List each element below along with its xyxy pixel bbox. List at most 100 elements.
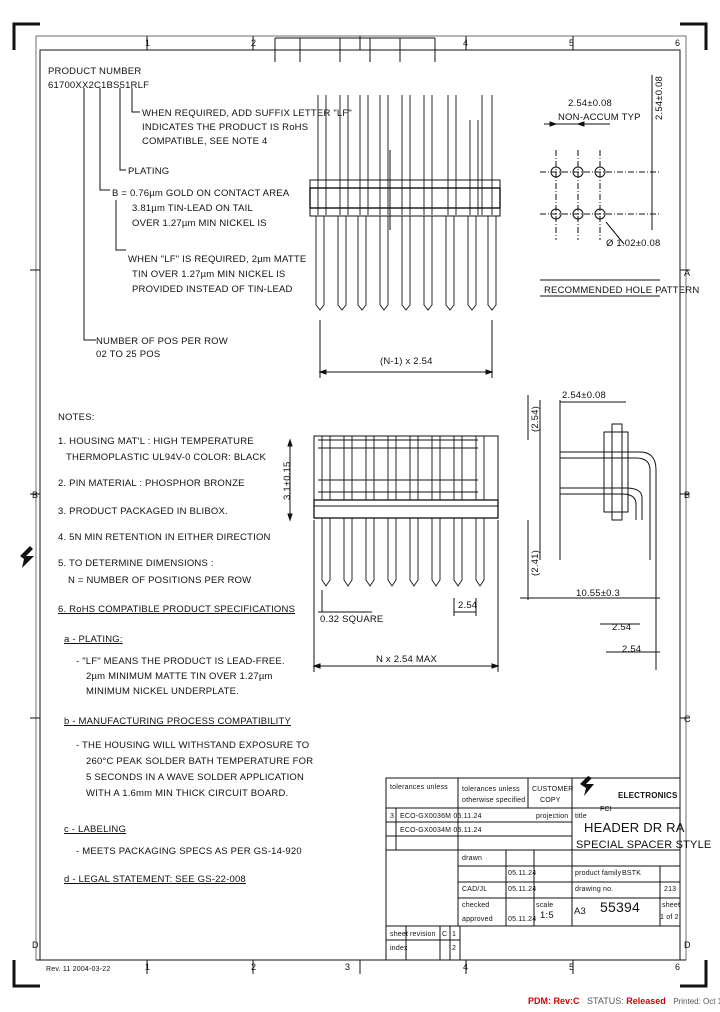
zone-bottom-6: 6: [675, 962, 681, 972]
note-5-line1: 5. TO DETERMINE DIMENSIONS :: [58, 558, 214, 569]
note-6a-line3: MINIMUM NICKEL UNDERPLATE.: [86, 686, 239, 697]
plating-b-1: B = 0.76µm GOLD ON CONTACT AREA: [112, 188, 290, 199]
tb-date1: 05.11.24: [508, 870, 537, 877]
note-6d-title: d - LEGAL STATEMENT: SEE GS-22-008: [64, 874, 246, 885]
status-line: PDM: Rev:C STATUS: Released Printed: Oct…: [528, 996, 720, 1006]
zone-bottom-2: 2: [251, 962, 257, 972]
dim-hole: Ø 1.02±0.08: [606, 238, 661, 249]
note-6a-title: a - PLATING:: [64, 634, 123, 645]
dim-side-label: (2.54): [530, 405, 541, 432]
zone-bottom-3: 3: [345, 962, 351, 972]
plating-lf-2: TIN OVER 1.27µm MIN NICKEL IS: [132, 269, 286, 280]
tb-rev-row1: ECO-GX0036M 05.11.24: [400, 813, 482, 820]
tb-cat: 213: [664, 886, 677, 893]
note-4: 4. 5N MIN RETENTION IN EITHER DIRECTION: [58, 532, 271, 543]
suffix-note-1: WHEN REQUIRED, ADD SUFFIX LETTER "LF": [142, 108, 352, 119]
hole-pattern-label: RECOMMENDED HOLE PATTERN: [544, 285, 700, 296]
plating-lf-3: PROVIDED INSTEAD OF TIN-LEAD: [132, 284, 293, 295]
tb-scale: scale: [536, 902, 554, 909]
tb-revision: revision: [410, 931, 436, 938]
printed-date: Printed: Oct 18, 2006: [673, 997, 720, 1006]
zone-bottom-1: 1: [145, 962, 151, 972]
tb-company: ELECTRONICS: [618, 791, 678, 800]
note-2: 2. PIN MATERIAL : PHOSPHOR BRONZE: [58, 478, 245, 489]
dim-side-h2: (2.41): [530, 549, 541, 576]
dim-p1: 2.54: [612, 622, 632, 633]
suffix-note-3: COMPATIBLE, SEE NOTE 4: [142, 136, 268, 147]
tb-sheet-label: sheet: [662, 902, 681, 909]
product-heading: PRODUCT NUMBER: [48, 66, 142, 77]
tb-otherwise: otherwise specified: [462, 797, 526, 804]
status-label: STATUS:: [587, 996, 624, 1006]
tb-drawing-no: drawing no.: [575, 886, 614, 893]
tb-rev-row2: ECO-GX0034M 05.11.24: [400, 827, 482, 834]
dim-square: 0.32 SQUARE: [320, 614, 384, 625]
tb-copy: COPY: [540, 797, 561, 804]
dim-p2: 2.54: [622, 644, 642, 655]
dim-side-width: 2.54±0.08: [562, 390, 606, 401]
dim-vert-a: 2.54±0.08: [654, 76, 665, 120]
tb-tolerances: tolerances unless: [462, 786, 520, 793]
tb-title1: HEADER DR RA: [584, 820, 685, 835]
zone-top-4: 4: [463, 38, 469, 48]
dim-pitch-small: 2.54: [458, 600, 478, 611]
dim-side-height: 3.1±0.15: [282, 461, 293, 500]
tb-title2: SPECIAL SPACER STYLE: [576, 839, 712, 851]
note-5-line2: N = NUMBER OF POSITIONS PER ROW: [68, 575, 252, 586]
tb-list1: 3: [390, 813, 395, 820]
tb-sheet-val: 1 of 2: [660, 914, 679, 921]
bottom-left-rev: Rev. 11 2004-03-22: [46, 966, 111, 973]
notes-title: NOTES:: [58, 412, 95, 423]
status-released: Released: [626, 996, 666, 1006]
note-6a-line1: - "LF" MEANS THE PRODUCT IS LEAD-FREE.: [76, 656, 285, 667]
dim-n1-pitch: (N-1) x 2.54: [380, 356, 433, 367]
zone-bottom-4: 4: [463, 962, 469, 972]
plating-lf-1: WHEN "LF" IS REQUIRED, 2µm MATTE: [128, 254, 307, 265]
tb-rev-val: C: [442, 931, 448, 938]
tb-approved: approved: [462, 916, 493, 923]
note-6: 6. RoHS COMPATIBLE PRODUCT SPECIFICATION…: [58, 604, 296, 615]
positions-1: NUMBER OF POS PER ROW: [96, 336, 228, 347]
tb-date2: 05.11.24: [508, 886, 537, 893]
zone-bottom-5: 5: [569, 962, 575, 972]
note-1-line1: 1. HOUSING MAT'L : HIGH TEMPERATURE: [58, 436, 254, 447]
tb-scale-val: 1:5: [540, 910, 554, 921]
plating-b-3: OVER 1.27µm MIN NICKEL IS: [132, 218, 267, 229]
zone-top-6: 6: [675, 38, 681, 48]
tb-customer: CUSTOMER: [532, 786, 574, 793]
zone-side-a: A: [684, 268, 691, 278]
note-6a-line2: 2µm MINIMUM MATTE TIN OVER 1.27µm: [86, 671, 273, 682]
tb-date3: 05.11.24: [508, 916, 537, 923]
tb-untoleranced: tolerances unless: [390, 784, 448, 791]
tb-list3: 2: [452, 945, 457, 952]
dim-n-max: N x 2.54 MAX: [376, 654, 438, 665]
product-number: 61700XX2C1BS51RLF: [48, 80, 150, 91]
zone-side-d: D: [684, 940, 691, 950]
tb-projection: projection: [536, 813, 569, 820]
plating-title: PLATING: [128, 166, 170, 177]
plating-b-2: 3.81µm TIN-LEAD ON TAIL: [132, 203, 253, 214]
zone-left-b: B: [32, 490, 39, 500]
tb-number: 55394: [600, 899, 640, 915]
note-6b-title: b - MANUFACTURING PROCESS COMPATIBILITY: [64, 716, 292, 727]
note-6c-title: c - LABELING: [64, 824, 127, 835]
dim-pitch-top: 2.54±0.08: [568, 98, 612, 109]
pdm-rev: PDM: Rev:C: [528, 996, 580, 1006]
tb-family-val: BSTK: [622, 870, 642, 877]
zone-left-d: D: [32, 940, 39, 950]
zone-top-2: 2: [251, 38, 257, 48]
note-1-line2: THERMOPLASTIC UL94V-0 COLOR: BLACK: [66, 452, 267, 463]
zone-side-c: C: [684, 714, 691, 724]
tb-index: index: [390, 945, 408, 952]
note-6b-line4: WITH A 1.6mm MIN THICK CIRCUIT BOARD.: [86, 788, 289, 799]
tb-sheet: sheet: [390, 931, 409, 938]
tb-name1: CAD/JL: [462, 886, 488, 893]
tb-fci: FCI: [600, 806, 612, 813]
suffix-note-2: INDICATES THE PRODUCT IS RoHS: [142, 122, 309, 133]
tb-title-label: title: [575, 813, 587, 820]
zone-top-5: 5: [569, 38, 575, 48]
tb-checked: checked: [462, 902, 490, 909]
note-6b-line2: 260°C PEAK SOLDER BATH TEMPERATURE FOR: [86, 756, 314, 767]
positions-2: 02 TO 25 POS: [96, 349, 161, 360]
